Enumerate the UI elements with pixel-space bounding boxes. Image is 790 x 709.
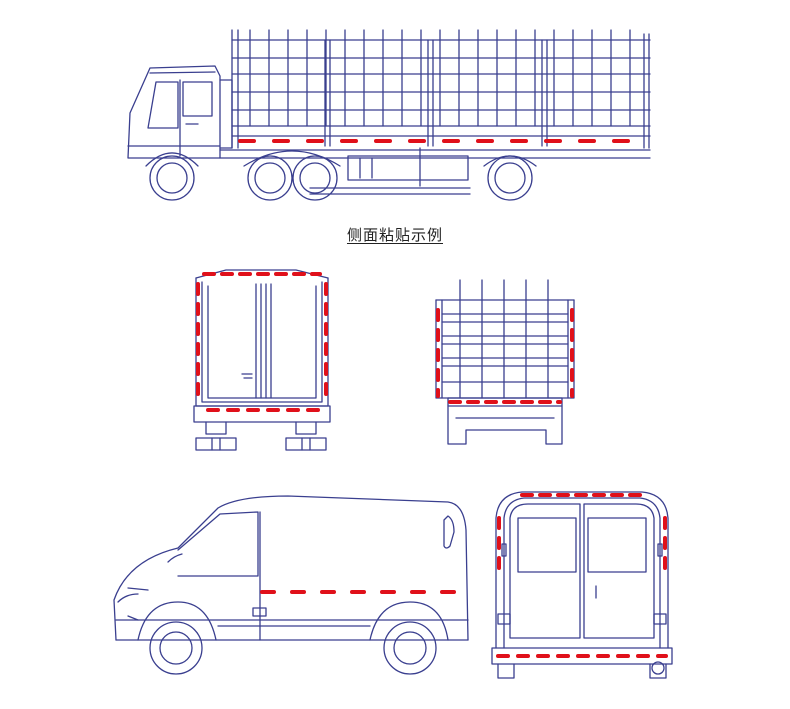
- caption-text: 侧面粘贴示例: [346, 226, 443, 244]
- box-truck-rear-drawing: [186, 256, 346, 456]
- van-rear-drawing: [482, 488, 682, 688]
- stake-truck-rear-drawing: [426, 270, 586, 456]
- van-side-drawing: [108, 490, 478, 690]
- truck-side-drawing: [120, 18, 660, 208]
- figure-caption: 侧面粘贴示例: [0, 224, 790, 245]
